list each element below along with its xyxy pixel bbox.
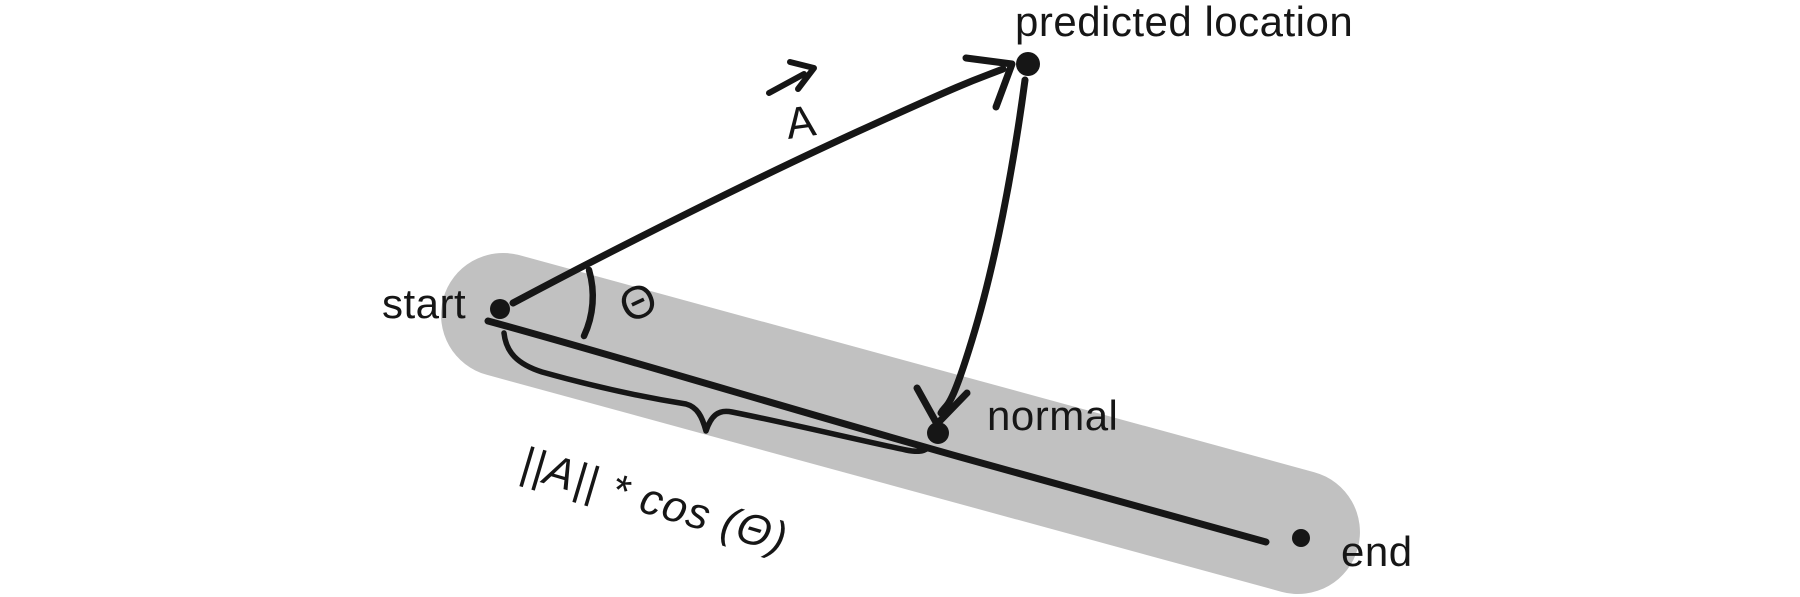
vector-hat-arrowhead-icon — [787, 59, 817, 92]
vector-hat-arrow-shaft-icon — [766, 71, 807, 96]
vector-a-arrowhead-icon — [962, 54, 1016, 111]
projection-line — [937, 76, 1029, 417]
normal-point — [927, 422, 949, 444]
start-label: start — [382, 280, 467, 327]
end-point — [1292, 529, 1310, 547]
predicted-location-point — [1016, 52, 1040, 76]
start-point — [490, 299, 510, 319]
vector-a-line — [509, 65, 1007, 307]
segment-capsule — [441, 252, 1360, 595]
projection-brace — [501, 330, 931, 455]
angle-arc — [580, 266, 596, 340]
end-label: end — [1341, 528, 1413, 575]
predicted-location-label: predicted location — [1015, 0, 1354, 45]
normal-label: normal — [987, 392, 1119, 439]
vector-a-label: A — [782, 96, 820, 149]
